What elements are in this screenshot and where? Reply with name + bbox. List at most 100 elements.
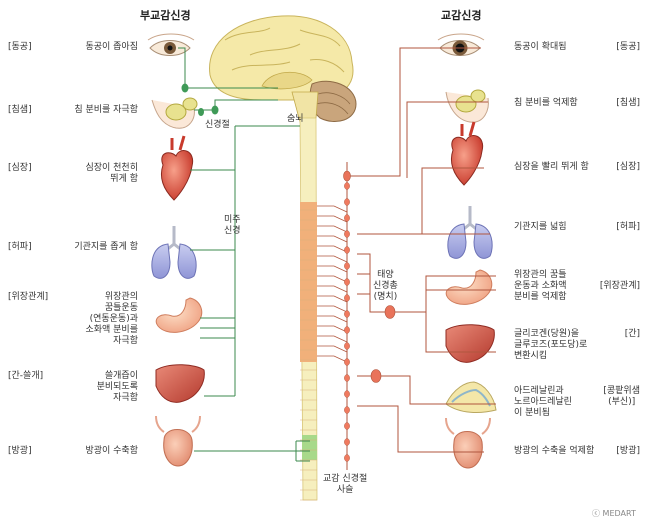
left-effect: 동공이 좁아짐 — [85, 42, 138, 52]
spine-chain-connector — [317, 345, 348, 353]
sympathetic-chain-ganglion — [344, 374, 350, 382]
spine-chain-connector — [317, 355, 348, 363]
brain-icon — [209, 15, 357, 123]
liver-icon — [445, 324, 495, 363]
sympathetic-chain-ganglion — [344, 198, 350, 206]
spine-chain-connector — [317, 215, 348, 223]
spine-chain-connector — [317, 335, 348, 343]
spine-chain-connector — [317, 305, 348, 313]
heart-icon — [160, 135, 194, 201]
left-tag: [허파] — [8, 242, 32, 252]
spine-chain-connector — [317, 295, 348, 303]
bladder-icon — [155, 415, 201, 467]
right-effect: 침 분비를 억제함 — [514, 98, 578, 108]
left-tag: [동공] — [8, 42, 32, 52]
right-tag: [동공] — [616, 42, 640, 52]
solar-plexus-label: 태양 신경총 (명치) — [373, 270, 398, 302]
adrenal-icon — [445, 381, 497, 413]
left-tag: [위장관계] — [8, 292, 49, 302]
right-tag: [간] — [624, 329, 640, 339]
eye-icon — [437, 33, 485, 56]
sympathetic-chain-ganglion — [344, 310, 350, 318]
right-effect: 아드레날린과 노르아드레날린 이 분비됨 — [514, 386, 572, 418]
right-tag: [콩팥위샘 (부신)] — [603, 386, 640, 407]
ganglion-node — [343, 170, 351, 182]
ganglion-node — [370, 369, 382, 383]
ganglion-node — [181, 83, 189, 93]
left-effect: 방광이 수축함 — [85, 446, 138, 456]
right-effect: 글리코겐(당원)을 글루코즈(포도당)로 변환시킴 — [514, 329, 588, 361]
sympathetic-chain-ganglion — [344, 342, 350, 350]
spine-chain-connector — [317, 205, 348, 213]
sympathetic-header: 교감신경 — [441, 9, 482, 22]
left-effect: 침 분비를 자극함 — [74, 105, 138, 115]
sympathetic-chain-ganglion — [344, 182, 350, 190]
parasympathetic-pathways — [178, 47, 310, 462]
spine-chain-connector — [317, 225, 348, 233]
stomach-icon — [445, 269, 493, 305]
sympathetic-chain-ganglion — [344, 454, 350, 462]
left-tag: [심장] — [8, 163, 32, 173]
spine-chain-connector — [317, 255, 348, 263]
spinal-cord-icon — [299, 117, 318, 501]
left-tag: [방광] — [8, 446, 32, 456]
right-effect: 기관지를 넓힘 — [514, 222, 567, 232]
sympathetic-chain-ganglion — [344, 422, 350, 430]
spine-chain-connector — [317, 275, 348, 283]
salivary-gland-icon — [151, 97, 198, 129]
spine-to-chain-connectors — [317, 205, 348, 363]
left-tag: [침샘] — [8, 105, 32, 115]
ganglion-label: 신경절 — [205, 120, 230, 130]
spine-chain-connector — [317, 245, 348, 253]
parasympathetic-header: 부교감신경 — [140, 9, 191, 22]
right-tag: [침샘] — [616, 98, 640, 108]
spine-chain-connector — [317, 265, 348, 273]
spine-chain-connector — [317, 315, 348, 323]
left-tag: [간-쓸개] — [8, 371, 44, 381]
right-tag: [허파] — [616, 222, 640, 232]
sympathetic-ganglia — [343, 170, 396, 383]
left-effect: 위장관의 꿈틀운동 (연동운동)과 소화액 분비를 자극함 — [85, 292, 138, 346]
sympathetic-chain-ganglion — [344, 326, 350, 334]
sympathetic-chain-ganglion — [344, 406, 350, 414]
ganglion-node — [198, 108, 204, 116]
sympathetic-chain-ganglion — [344, 438, 350, 446]
sympathetic-chain-nodes — [344, 182, 350, 462]
right-effect: 방광의 수축을 억제함 — [514, 446, 595, 456]
sympathetic-chain-ganglion — [344, 358, 350, 366]
left-effect: 기관지를 좁게 함 — [74, 242, 138, 252]
spine-chain-connector — [317, 285, 348, 293]
stomach-icon — [155, 297, 203, 333]
left-effect: 쓸개즙이 분비되도록 자극함 — [96, 371, 138, 403]
liver-icon — [155, 364, 205, 403]
sympathetic-chain-ganglion — [344, 214, 350, 222]
sympathetic-chain-label: 교감 신경절 사슬 — [323, 474, 368, 495]
sympathetic-chain-ganglion — [344, 230, 350, 238]
right-effect: 심장을 빨리 뛰게 함 — [514, 162, 589, 172]
lungs-icon — [447, 206, 493, 259]
lungs-icon — [151, 226, 197, 279]
sympathetic-chain-ganglion — [344, 262, 350, 270]
heart-icon — [450, 121, 484, 186]
solar-plexus-node — [384, 305, 396, 319]
eye-icon — [147, 33, 195, 56]
salivary-gland-icon — [445, 89, 489, 123]
right-tag: [심장] — [616, 162, 640, 172]
ganglion-node — [211, 105, 219, 115]
right-effect: 위장관의 꿈틀 운동과 소화액 분비를 억제함 — [514, 270, 567, 302]
right-effect: 동공이 확대됨 — [514, 42, 567, 52]
parasympathetic-ganglia — [181, 83, 219, 116]
sympathetic-chain-ganglion — [344, 278, 350, 286]
left-effect: 심장이 천천히 뛰게 함 — [85, 163, 138, 184]
spine-chain-connector — [317, 325, 348, 333]
right-tag: [방광] — [616, 446, 640, 456]
right-tag: [위장관계] — [599, 281, 640, 291]
medulla-label: 숨뇌 — [287, 114, 304, 124]
vagus-nerve-label: 미주 신경 — [224, 215, 241, 236]
bladder-icon — [445, 417, 491, 469]
spine-chain-connector — [317, 235, 348, 243]
sympathetic-chain-ganglion — [344, 390, 350, 398]
sympathetic-chain-ganglion — [344, 294, 350, 302]
